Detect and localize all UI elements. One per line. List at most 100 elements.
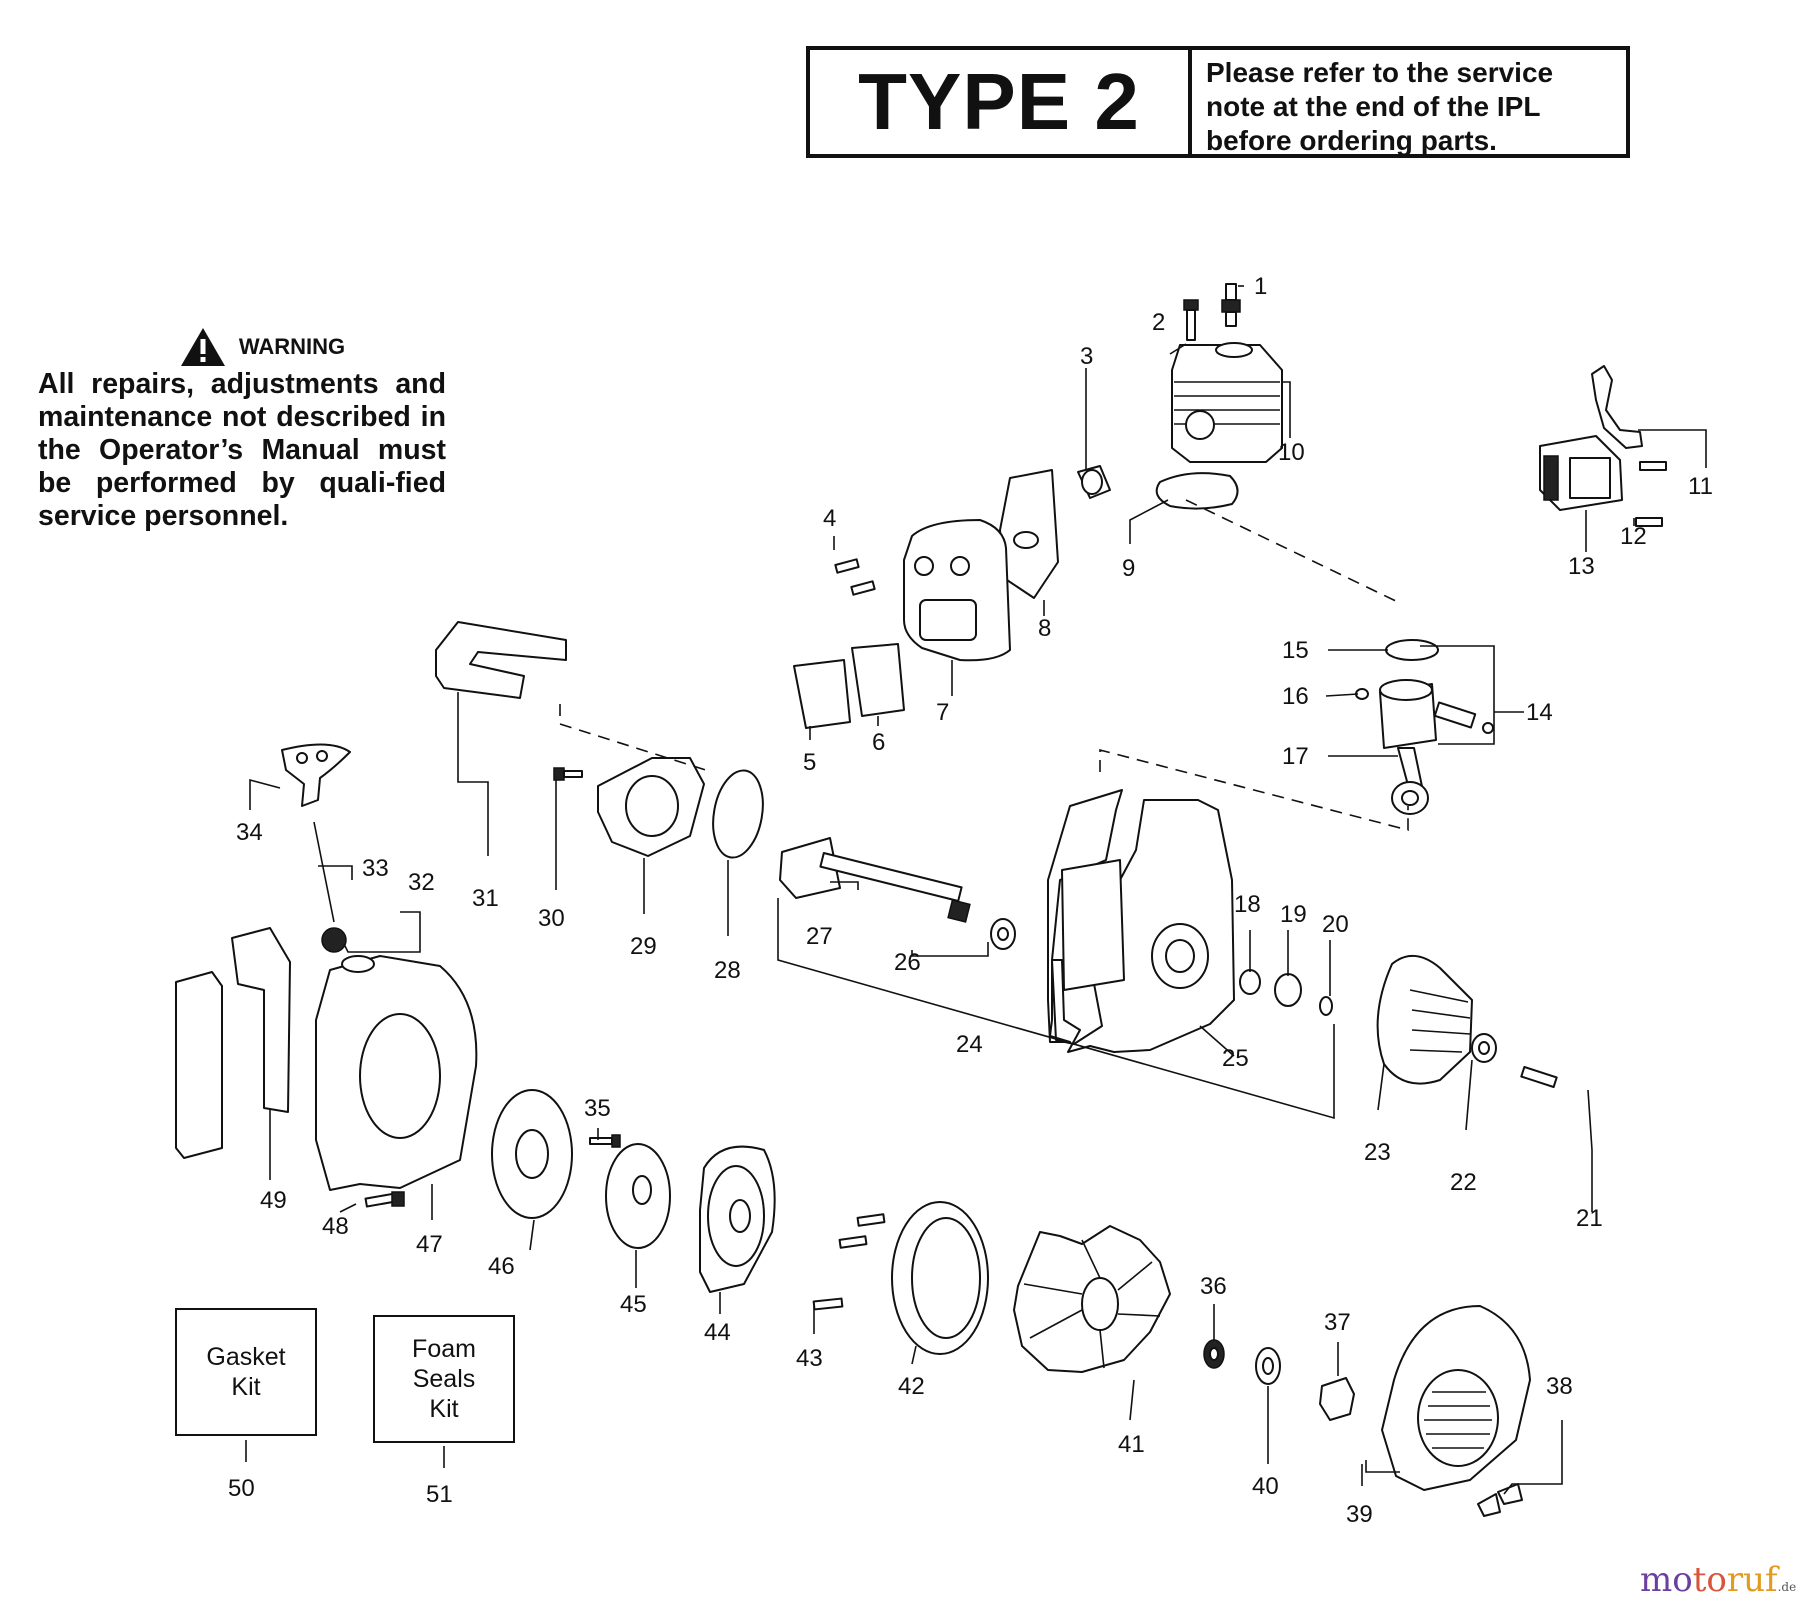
- part-number-7: 7: [936, 699, 949, 726]
- starter-handle: [281, 743, 351, 807]
- part-number-43: 43: [796, 1345, 823, 1372]
- muffler: [903, 519, 1011, 662]
- part-number-11: 11: [1688, 473, 1713, 500]
- part-number-19: 19: [1280, 901, 1307, 928]
- part-number-10: 10: [1278, 439, 1305, 466]
- part-number-4: 4: [823, 505, 836, 532]
- part-number-39: 39: [1346, 1501, 1373, 1528]
- part-number-34: 34: [236, 819, 263, 846]
- warning-block: WARNING All repairs, adjustments and mai…: [38, 326, 446, 533]
- part-number-35: 35: [584, 1095, 611, 1122]
- cylinder-bolt: [1183, 299, 1199, 341]
- leader-lines: [245, 285, 1707, 1495]
- fan-housing: [315, 955, 478, 1191]
- gasket-kit-box: Gasket Kit: [175, 1308, 317, 1436]
- part-number-38: 38: [1546, 1373, 1573, 1400]
- part-number-46: 46: [488, 1253, 515, 1280]
- part-number-17: 17: [1282, 743, 1309, 770]
- warning-heading-text: WARNING: [238, 334, 346, 359]
- part-number-27: 27: [806, 923, 833, 950]
- part-number-20: 20: [1322, 911, 1349, 938]
- starter-screws: [812, 1213, 886, 1311]
- brand-part-4: .de: [1777, 1580, 1797, 1594]
- bearing: [1274, 973, 1302, 1007]
- impeller-nut: [1203, 1339, 1225, 1369]
- part-numbers: 1 2 3 4 5 6 7 8 9 10 11 12 13 14 15 16 1…: [228, 273, 1713, 1528]
- service-note-line-3: before ordering parts.: [1206, 125, 1497, 156]
- piston-assembly: [1355, 639, 1494, 815]
- part-number-30: 30: [538, 905, 565, 932]
- impeller-washer: [1255, 1347, 1281, 1385]
- part-number-13: 13: [1568, 553, 1595, 580]
- warning-triangle-icon: [180, 328, 225, 366]
- frame-bracket: [435, 621, 567, 699]
- retaining-ring: [1319, 996, 1333, 1016]
- cover-clips: [1477, 1483, 1523, 1517]
- starter-housing: [699, 1145, 776, 1293]
- part-number-6: 6: [872, 729, 885, 756]
- part-number-3: 3: [1080, 343, 1093, 370]
- cylinder-gasket: [1155, 472, 1239, 510]
- brand-part-1: mo: [1640, 1560, 1693, 1600]
- part-number-15: 15: [1282, 637, 1309, 664]
- housing-screw: [553, 767, 583, 781]
- part-number-14: 14: [1526, 699, 1553, 726]
- ignition-module: [1539, 365, 1667, 527]
- part-number-48: 48: [322, 1213, 349, 1240]
- service-note-line-2: note at the end of the IPL: [1206, 91, 1541, 122]
- flywheel: [1376, 955, 1473, 1085]
- brand-part-2: to: [1692, 1560, 1727, 1600]
- part-number-45: 45: [620, 1291, 647, 1318]
- flywheel-washer: [1471, 1033, 1497, 1063]
- part-number-37: 37: [1324, 1309, 1351, 1336]
- part-number-18: 18: [1234, 891, 1261, 918]
- muffler-screws: [834, 558, 876, 596]
- part-number-31: 31: [472, 885, 499, 912]
- part-number-24: 24: [956, 1031, 983, 1058]
- part-number-47: 47: [416, 1231, 443, 1258]
- part-number-40: 40: [1252, 1473, 1279, 1500]
- rope-grip-insert: [321, 927, 347, 953]
- starter-spring: [605, 1143, 671, 1249]
- part-number-42: 42: [898, 1373, 925, 1400]
- impeller-collar: [1319, 1377, 1355, 1421]
- brand-watermark: motoruf.de: [1640, 1560, 1796, 1600]
- part-number-32: 32: [408, 869, 435, 896]
- part-number-25: 25: [1222, 1045, 1249, 1072]
- part-number-5: 5: [803, 749, 816, 776]
- part-number-49: 49: [260, 1187, 287, 1214]
- muffler-shield: [999, 469, 1059, 599]
- spark-plug: [1221, 283, 1241, 327]
- type-header-box: TYPE 2 Please refer to the service note …: [806, 46, 1630, 158]
- part-number-8: 8: [1038, 615, 1051, 642]
- foam-seal-left: [175, 971, 223, 1159]
- brand-part-3: ruf: [1726, 1560, 1778, 1600]
- part-number-26: 26: [894, 949, 921, 976]
- impeller: [1013, 1225, 1171, 1373]
- part-number-1: 1: [1254, 273, 1267, 300]
- housing-screw-48: [364, 1191, 405, 1208]
- part-number-29: 29: [630, 933, 657, 960]
- warning-heading: WARNING: [78, 326, 446, 368]
- fan-shroud-ring: [891, 1201, 989, 1355]
- part-number-28: 28: [714, 957, 741, 984]
- drive-pin: [1520, 1065, 1558, 1089]
- pulley-screw: [589, 1134, 621, 1148]
- starter-rope: [313, 821, 335, 923]
- crankcase: [1047, 789, 1235, 1053]
- crankshaft: [779, 837, 1016, 950]
- part-number-2: 2: [1152, 309, 1165, 336]
- warning-text: All repairs, adjustments and maintenance…: [38, 368, 446, 532]
- part-number-22: 22: [1450, 1169, 1477, 1196]
- part-number-50: 50: [228, 1475, 255, 1502]
- service-note-line-1: Please refer to the service: [1206, 57, 1554, 88]
- part-number-9: 9: [1122, 555, 1135, 582]
- foam-seals-kit-box: Foam Seals Kit: [373, 1315, 515, 1443]
- oil-seal: [1239, 969, 1261, 995]
- part-number-21: 21: [1576, 1205, 1603, 1232]
- muffler-gasket: [851, 643, 905, 717]
- type-label: TYPE 2: [810, 50, 1192, 154]
- spark-arrestor-plate: [793, 659, 851, 729]
- foam-seal-right: [231, 927, 291, 1113]
